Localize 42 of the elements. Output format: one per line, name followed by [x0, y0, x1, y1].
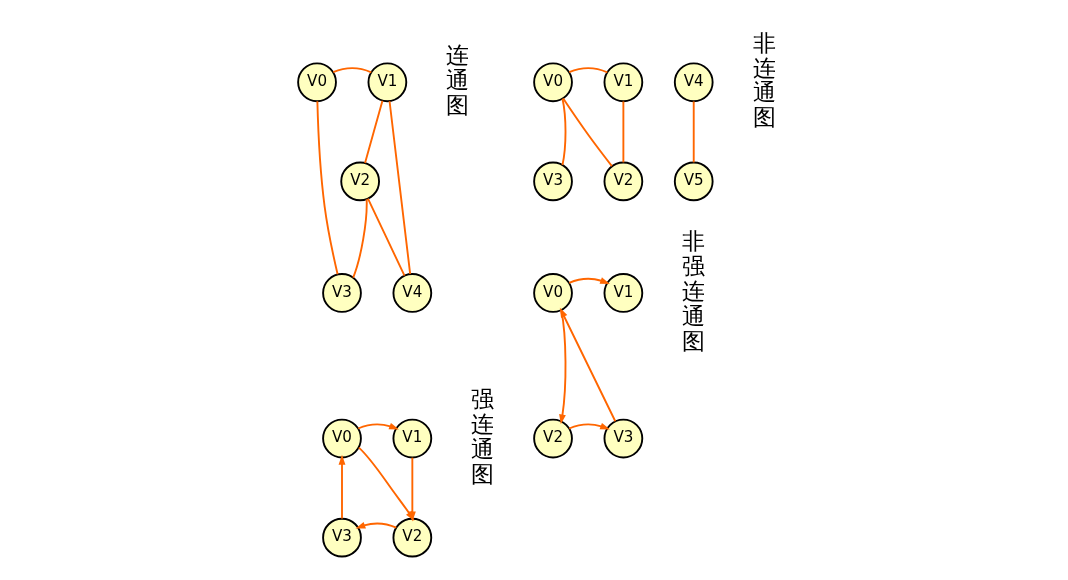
node-circle: V0 — [321, 418, 362, 459]
node-circle: V3 — [321, 273, 362, 313]
node-circle: V0 — [296, 62, 337, 103]
node-circle: V1 — [603, 273, 643, 313]
arrow — [567, 277, 610, 284]
arrow — [356, 422, 399, 430]
connector — [567, 67, 608, 74]
arrow — [338, 454, 345, 520]
arrow — [408, 456, 416, 522]
label: 强连通图 — [470, 385, 494, 487]
node-circle: V1 — [392, 418, 432, 459]
node-circle: V2 — [532, 418, 573, 459]
connector — [366, 197, 405, 277]
node-circle: V0 — [532, 273, 573, 313]
connector — [315, 100, 339, 276]
arrow — [559, 307, 616, 423]
connector — [363, 99, 383, 165]
connector — [692, 100, 695, 164]
arrow — [567, 422, 610, 430]
node-circle: V2 — [392, 517, 432, 558]
node-circle: V1 — [367, 62, 407, 103]
node-circle: V3 — [321, 517, 362, 558]
connector — [388, 100, 411, 275]
node-circle: V3 — [603, 418, 643, 459]
label: 非强连通图 — [681, 227, 705, 354]
node-circle: V1 — [603, 62, 643, 103]
arrow — [558, 309, 566, 425]
label: 非连通图 — [752, 29, 776, 131]
connector — [561, 97, 566, 166]
connector — [561, 97, 613, 167]
node-circle: V3 — [532, 161, 573, 202]
arrow — [355, 521, 397, 529]
connector — [331, 67, 372, 74]
connector — [621, 100, 624, 164]
connector — [351, 198, 368, 279]
node-circle: V2 — [339, 161, 380, 202]
node-circle: V4 — [392, 273, 432, 313]
node-circle: V4 — [673, 62, 714, 103]
label: 连通图 — [445, 42, 469, 118]
node-circle: V2 — [603, 161, 643, 202]
node-circle: V0 — [532, 62, 573, 103]
node-circle: V5 — [673, 161, 714, 202]
